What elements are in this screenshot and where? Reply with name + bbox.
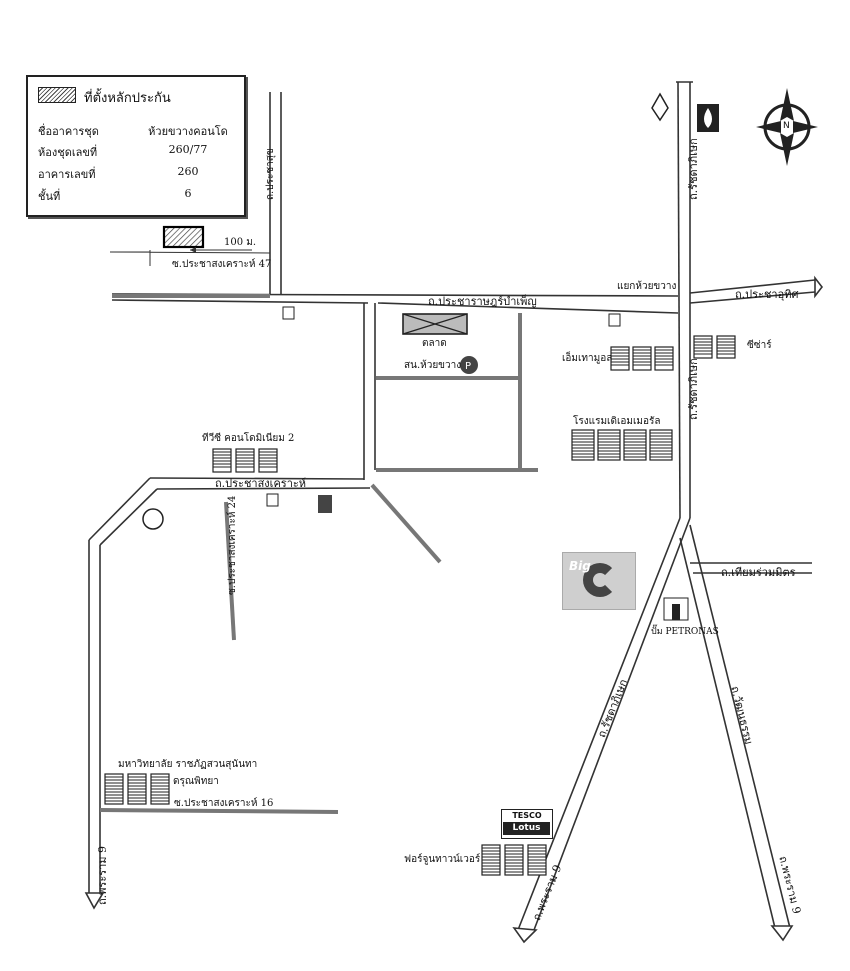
legend-value: 260/77 bbox=[168, 143, 208, 156]
road-pracha-uthit-bottom bbox=[689, 291, 816, 304]
fortune-tower-label: ฟอร์จูนทาวน์เวอร์ bbox=[404, 854, 481, 865]
chechar-label: ซีซ่าร์ bbox=[747, 340, 772, 351]
legend-key: อาคารเลขที่ bbox=[38, 168, 96, 181]
market-building bbox=[402, 313, 468, 335]
gas-station-icon bbox=[651, 92, 719, 132]
temple-icon bbox=[142, 495, 332, 530]
property-site-marker bbox=[162, 225, 205, 249]
road-label-pracha-uthit: ถ.ประชาอุทิศ bbox=[735, 288, 799, 301]
legend-key: ห้องชุดเลขที่ bbox=[38, 146, 98, 159]
tvc-condo-label: ทีวีซี คอนโดมิเนียม 2 bbox=[202, 433, 295, 444]
distance-label: 100 ม. bbox=[224, 237, 257, 248]
road-label-soi-24: ซ.ประชาสงเคราะห์ 24 bbox=[227, 495, 238, 595]
road-rachada-south-b bbox=[533, 517, 691, 931]
compass-icon bbox=[756, 88, 818, 166]
hotel-label: โรงแรมเดิเอมเมอรัล bbox=[573, 416, 661, 427]
seven-eleven-icon bbox=[266, 306, 621, 507]
university-label-2: ดรุณพิทยา bbox=[173, 776, 219, 787]
road-label-soi-47: ซ.ประชาสงเคราะห์ 47 bbox=[172, 259, 272, 270]
legend-title: ที่ตั้งหลักประกัน bbox=[84, 91, 171, 106]
university-label: มหาวิทยาลัย ราชภัฏสวนสุนันทา bbox=[118, 759, 258, 770]
road-pracha-uthit-top bbox=[689, 279, 816, 294]
road-label-rama9-left: ถ.พระราม 9 bbox=[96, 845, 109, 905]
junction-label: แยกห้วยขวาง bbox=[617, 281, 677, 292]
big-c-text: Big bbox=[569, 559, 591, 573]
hatch-swatch-icon bbox=[38, 87, 76, 103]
big-c-logo: Big bbox=[562, 552, 636, 610]
road-pracharat-bottom bbox=[377, 302, 679, 314]
tesco-text: TESCO bbox=[512, 811, 542, 820]
road-label-soi-16: ซ.ประชาสงเคราะห์ 16 bbox=[174, 798, 274, 809]
compass-letter: N bbox=[783, 121, 790, 131]
big-c-mark-icon bbox=[583, 563, 617, 597]
road-rachada-north-left bbox=[677, 81, 681, 519]
legend-value: 260 bbox=[177, 165, 199, 178]
legend-box: ที่ตั้งหลักประกัน ชื่ออาคารชุด ห้วยขวางค… bbox=[26, 75, 246, 217]
road-label-pracha-songkhro: ถ.ประชาสงเคราะห์ bbox=[215, 477, 307, 490]
legend-value: 6 bbox=[184, 187, 192, 200]
road-label-thiam-ruam-mit: ถ.เทียมร่วมมิตร bbox=[721, 566, 796, 579]
road-pracha-songkhro-top bbox=[149, 477, 365, 480]
road-label-rachada-mid: ถ.รัชดาภิเษก bbox=[687, 358, 700, 420]
fortune-mall-label: เอ็มเทามูอล bbox=[562, 353, 613, 364]
lotus-text: Lotus bbox=[503, 822, 550, 835]
police-station-label: สน.ห้วยขวาง bbox=[404, 360, 462, 371]
petronas-label: ปั๊ม PETRONAS bbox=[651, 627, 719, 637]
legend-value: ห้วยขวางคอนโด bbox=[148, 125, 228, 138]
road-wattanatham-a bbox=[679, 537, 776, 929]
police-icon: P bbox=[460, 356, 478, 374]
road-wattanatham-b bbox=[689, 524, 791, 929]
petronas-icon bbox=[663, 597, 689, 621]
legend-key: ชั้นที่ bbox=[38, 190, 61, 203]
market-label: ตลาด bbox=[422, 338, 447, 349]
legend-key: ชื่ออาคารชุด bbox=[38, 125, 99, 138]
svg-text:P: P bbox=[465, 361, 471, 372]
road-label-pracha-suk: ถ.ประชาสุข bbox=[265, 148, 276, 200]
road-label-pracharat: ถ.ประชาราษฎร์บำเพ็ญ bbox=[428, 295, 537, 308]
tesco-lotus-logo: TESCO Lotus bbox=[501, 809, 553, 839]
road-pracha-songkhro-bottom bbox=[156, 487, 371, 490]
road-label-rachada-north: ถ.รัชดาภิเษก bbox=[687, 138, 700, 200]
